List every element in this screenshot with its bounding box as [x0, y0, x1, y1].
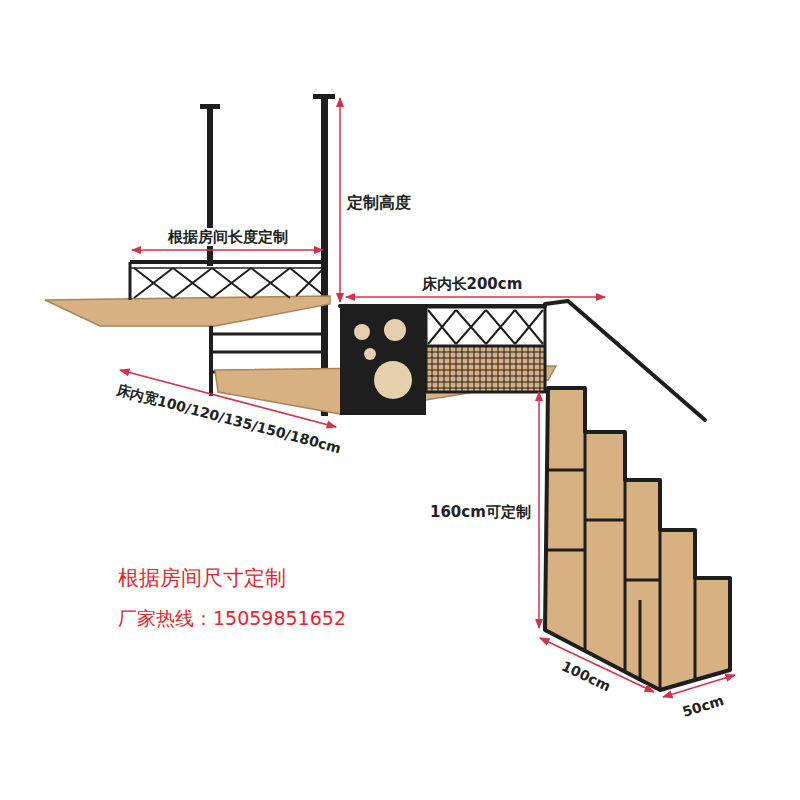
upper-railing: [130, 262, 325, 300]
stair-cabinet: [545, 388, 730, 690]
note-text: 根据房间尺寸定制: [118, 566, 286, 591]
front-panel: [340, 308, 426, 415]
contact-text: 厂家热线：15059851652: [118, 607, 346, 630]
handrail: [340, 301, 705, 420]
height-dimension: 160cm可定制: [430, 503, 531, 521]
depth-dimension: 50cm: [680, 692, 725, 720]
length-dimension: 根据房间长度定制: [165, 228, 291, 246]
length-dimension: 100cm: [559, 657, 613, 695]
width-dimension: 床内宽100/120/135/150/180cm: [114, 381, 342, 456]
length-dimension: 床内长200cm: [422, 275, 523, 293]
height-dimension: 定制高度: [347, 193, 411, 212]
ceiling-posts: [200, 94, 335, 416]
side-railing: [426, 307, 545, 392]
upper-platform-board: [45, 296, 330, 326]
